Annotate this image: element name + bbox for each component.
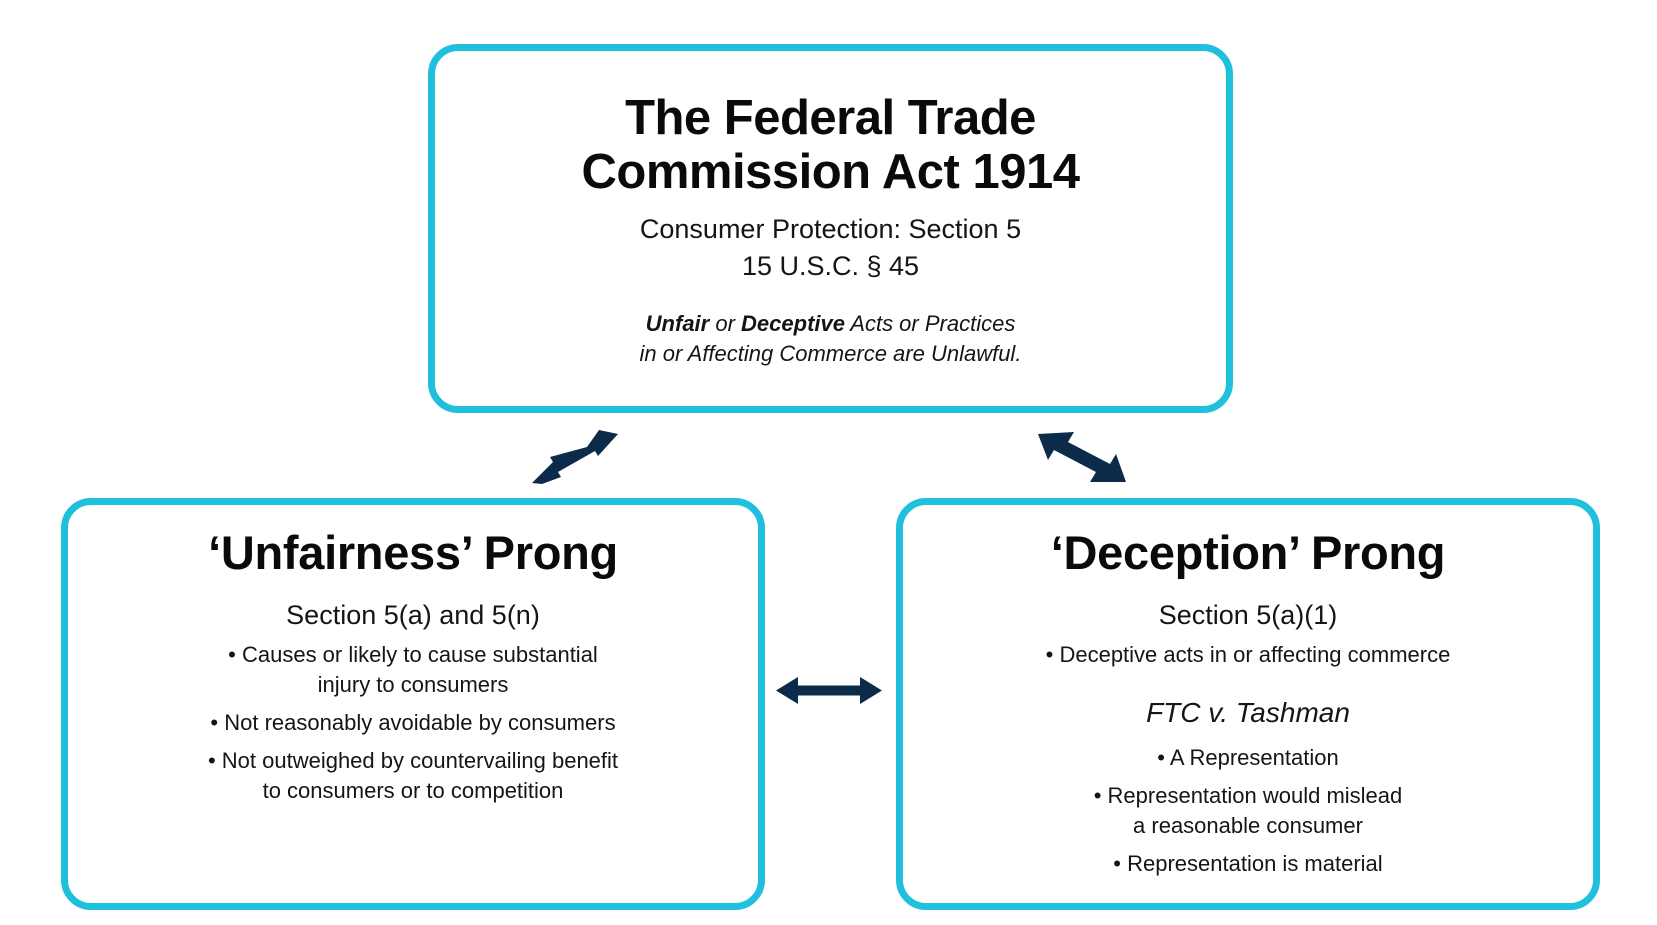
statement-acts: Acts or Practices (844, 311, 1016, 336)
list-item-line: • Representation would mislead (1093, 783, 1403, 808)
deception-prong-title: ‘Deception’ Prong (1050, 526, 1446, 579)
double-arrow-diagonal-left-icon (532, 430, 618, 484)
ftc-act-title: The Federal Trade Commission Act 1914 (435, 91, 1226, 199)
unfairness-prong-box: ‘Unfairness’ Prong Section 5(a) and 5(n)… (61, 498, 765, 910)
list-item-line: • Representation is material (1113, 851, 1383, 876)
subtitle-section: Consumer Protection: Section 5 (639, 214, 1022, 244)
deception-prong-box: ‘Deception’ Prong Section 5(a)(1) • Dece… (896, 498, 1600, 910)
unlawful-statement: Unfair or Deceptive Acts or Practices in… (435, 309, 1226, 369)
ftc-act-subtitle: Consumer Protection: Section 5 15 U.S.C.… (435, 211, 1226, 285)
statement-line-1: Unfair or Deceptive Acts or Practices (435, 309, 1226, 339)
statement-unfair: Unfair (645, 311, 710, 336)
statement-deceptive: Deceptive (741, 311, 845, 336)
deception-criteria-list: • Deceptive acts in or affecting commerc… (903, 640, 1593, 678)
list-item: • Not reasonably avoidable by consumers (68, 708, 758, 738)
list-item-line: • A Representation (1157, 745, 1339, 770)
ftc-act-box: The Federal Trade Commission Act 1914 Co… (428, 44, 1233, 413)
title-line-1: The Federal Trade (625, 91, 1036, 145)
double-arrow-diagonal-right-icon (1038, 432, 1126, 482)
list-item: • A Representation (903, 743, 1593, 773)
tashman-criteria-list: • A Representation • Representation woul… (903, 743, 1593, 887)
subtitle-usc-citation: 15 U.S.C. § 45 (741, 251, 920, 281)
list-item: • Representation is material (903, 849, 1593, 879)
list-item-line: a reasonable consumer (1133, 813, 1363, 838)
deception-section: Section 5(a)(1) (1158, 600, 1338, 630)
title-line-2: Commission Act 1914 (581, 145, 1080, 199)
statement-line-2: in or Affecting Commerce are Unlawful. (639, 341, 1022, 366)
list-item-line: • Deceptive acts in or affecting commerc… (1045, 642, 1451, 667)
list-item: • Representation would mislead a reasona… (903, 781, 1593, 841)
list-item: • Causes or likely to cause substantial … (68, 640, 758, 700)
list-item-line: to consumers or to competition (262, 778, 564, 803)
list-item-line: • Not outweighed by countervailing benef… (207, 748, 619, 773)
statement-or: or (709, 311, 742, 336)
unfairness-criteria-list: • Causes or likely to cause substantial … (68, 640, 758, 814)
unfairness-prong-title: ‘Unfairness’ Prong (208, 526, 618, 579)
list-item-line: • Not reasonably avoidable by consumers (210, 710, 616, 735)
double-arrow-horizontal-icon (776, 677, 882, 704)
list-item-line: • Causes or likely to cause substantial (228, 642, 598, 667)
unfairness-section: Section 5(a) and 5(n) (286, 600, 540, 630)
list-item: • Deceptive acts in or affecting commerc… (903, 640, 1593, 670)
list-item: • Not outweighed by countervailing benef… (68, 746, 758, 806)
case-name: FTC v. Tashman (1146, 697, 1350, 728)
list-item-line: injury to consumers (317, 672, 509, 697)
